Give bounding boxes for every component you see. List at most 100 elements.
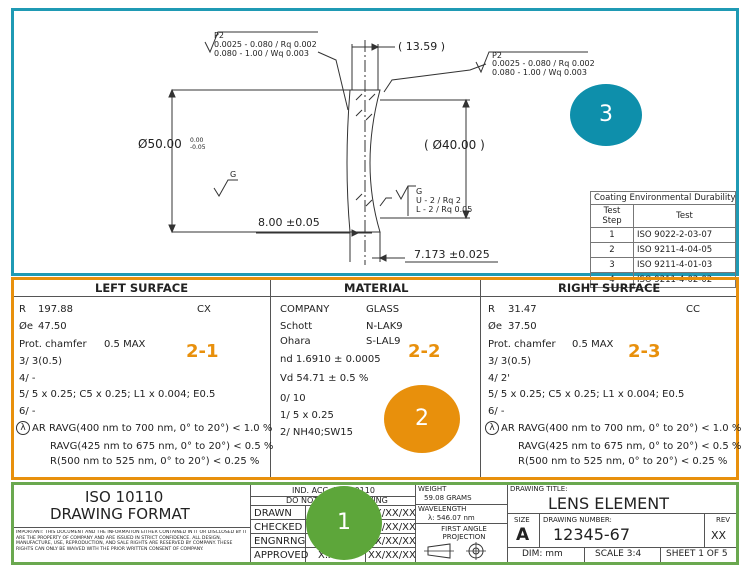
iso-title-line1: ISO 10110 [85,488,164,506]
right-ar3: R(500 nm to 525 nm, 0° to 20°) < 0.25 % [518,456,728,467]
engnrng-label: ENGNRNG [254,536,306,547]
drawing-number-value: 12345-67 [553,525,631,544]
callout-top-right-line2: 0.0025 - 0.080 / Rq 0.002 [492,59,595,68]
right-ar2: RAVG(425 nm to 675 nm, 0° to 20°) < 0.5 … [518,441,742,452]
divider [507,485,508,562]
g-right-line1: G [416,187,423,196]
projection-label: FIRST ANGLE PROJECTION [441,525,487,541]
callout-top-left-p2: P2 [214,31,224,40]
right-dia-value: 37.50 [508,321,537,332]
left-dia-value: 47.50 [38,321,67,332]
divider [660,548,661,562]
badge-3: 3 [570,84,642,146]
table-header-row: Test Step Test [590,204,736,228]
divider [584,548,585,562]
table-row: 2 ISO 9211-4-04-05 [590,242,736,258]
divider [416,504,507,505]
table-cell: ISO 9211-4-01-03 [633,257,736,273]
lambda-icon: λ [16,421,30,435]
right-chamfer-value: 0.5 MAX [572,339,614,350]
right-r-type: CC [686,304,700,315]
table-cell: 2 [590,242,634,258]
title-block [11,482,739,565]
weight-value: 59.08 GRAMS [424,494,472,502]
left-r-label: R [19,304,26,315]
lens-profile [346,89,381,233]
material-line0: 0/ 10 [280,393,306,404]
table-cell: ISO 9022-2-03-07 [633,227,736,243]
divider [416,523,507,524]
right-dia-label: Øe [488,321,503,332]
divider [508,547,736,548]
table-cell: ISO 9211-4-04-05 [633,242,736,258]
checked-label: CHECKED [254,522,303,533]
badge-2: 2 [384,385,460,453]
table-cell: 3 [590,257,634,273]
callout-top-left-line2: 0.0025 - 0.080 / Rq 0.002 [214,40,317,49]
g-left-label: G [230,170,237,179]
left-line4: 4/ - [19,373,36,384]
wavelength-value: λ: 546.07 nm [428,514,475,522]
right-r-value: 31.47 [508,304,537,315]
right-surface-heading: RIGHT SURFACE [558,281,661,295]
date-engnrng: XX/XX/XX [368,536,416,547]
iso-title-line2: DRAWING FORMAT [50,505,190,523]
drawing-area [11,8,739,276]
right-line4: 4/ 2' [488,373,511,384]
table-header: Test [633,204,736,228]
table-cell: 4 [590,272,634,288]
callout-top-right-line3: 0.080 - 1.00 / Wq 0.003 [492,68,587,77]
thickness-dim: ( 13.59 ) [398,40,446,53]
divider [508,513,736,514]
g-right-line2: U - 2 / Rq 2 [416,196,461,205]
material-row2-value: S-LAL9 [366,336,401,347]
divider [415,485,416,562]
right-line3: 3/ 3(0.5) [488,356,531,367]
lambda-icon: λ [485,421,499,435]
rev-value: XX [711,529,727,542]
left-ar3: R(500 nm to 525 nm, 0° to 20°) < 0.25 % [50,456,260,467]
surfaces-area [11,277,739,480]
right-r-label: R [488,304,495,315]
size-label: SIZE [514,516,530,524]
drawing-title-value: LENS ELEMENT [548,494,670,513]
material-vd: Vd 54.71 ± 0.5 % [280,373,369,384]
left-line3: 3/ 3(0.5) [19,356,62,367]
sheet-label: SHEET 1 OF 5 [666,549,728,559]
left-ar2: RAVG(425 nm to 675 nm, 0° to 20°) < 0.5 … [50,441,274,452]
divider [704,514,705,547]
callout-top-left-line3: 0.080 - 1.00 / Wq 0.003 [214,49,309,58]
section-label-2-3: 2-3 [628,341,661,362]
table-header: Test Step [590,204,634,228]
material-row1-value: N-LAK9 [366,321,403,332]
divider [14,296,736,297]
scale-label: SCALE 3:4 [595,549,642,559]
wavelength-label: WAVELENGTH [418,505,467,513]
left-surface-heading: LEFT SURFACE [95,281,189,295]
divider [270,280,271,477]
dim-units: DIM: mm [522,549,563,559]
table-cell: 1 [590,227,634,243]
drawing-title-label: DRAWING TITLE: [510,485,568,493]
material-line2: 2/ NH40;SW15 [280,427,353,438]
left-r-type: CX [197,304,211,315]
dim-bottom-right: 7.173 ±0.025 [414,248,490,261]
badge-1: 1 [306,486,382,560]
divider [539,514,540,547]
material-row1-label: Schott [280,321,313,332]
table-row: 3 ISO 9211-4-01-03 [590,257,736,273]
material-heading: MATERIAL [344,281,409,295]
left-r-value: 197.88 [38,304,73,315]
left-ar1: AR RAVG(400 nm to 700 nm, 0° to 20°) < 1… [32,423,273,434]
date-approved: XX/XX/XX [368,550,416,561]
coating-table-title: Coating Environmental Durability Test [590,191,736,205]
material-line1: 1/ 5 x 0.25 [280,410,334,421]
right-line5: 5/ 5 x 0.25; C5 x 0.25; L1 x 0.004; E0.5 [488,389,685,400]
outer-diameter-dim: Ø50.00 [138,137,182,151]
inner-diameter-dim: ( Ø40.00 ) [424,138,485,152]
left-line5: 5/ 5 x 0.25; C5 x 0.25; L1 x 0.004; E0.5 [19,389,216,400]
g-right-line3: L - 2 / Rq 0.05 [416,205,473,214]
date-checked: XX/XX/XX [368,522,416,533]
rev-label: REV [716,516,731,524]
drawn-label: DRAWN [254,508,292,519]
